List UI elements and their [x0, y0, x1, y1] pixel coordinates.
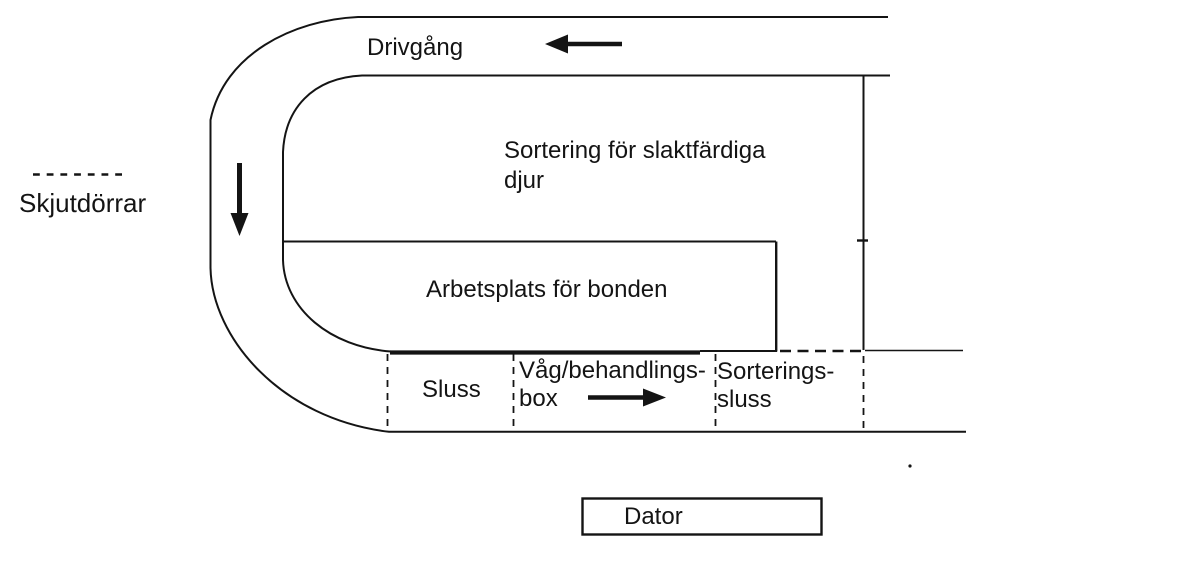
flow-arrow-left-icon: [545, 34, 622, 54]
inner-boundary-line: [282, 74, 890, 353]
flow-arrow-down-icon: [230, 163, 249, 236]
weigh-box-label-line1: Våg/behandlings-: [519, 357, 706, 384]
sluss-label: Sluss: [422, 376, 481, 403]
outer-boundary-line: [209, 16, 966, 433]
flow-arrow-right-icon: [588, 388, 666, 407]
sorting-area-label: Sortering för slaktfärdiga djur: [504, 136, 765, 196]
computer-label: Dator: [624, 503, 683, 530]
legend-label: Skjutdörrar: [19, 188, 147, 218]
weigh-box-label-line2: box: [519, 385, 558, 412]
sorting-area-label-line1: Sortering för slaktfärdiga: [504, 137, 766, 164]
workplace-label: Arbetsplats för bonden: [426, 276, 668, 303]
sorting-sluss-label-line2: sluss: [717, 386, 772, 413]
corridor-label: Drivgång: [367, 34, 464, 61]
sorting-area-label-line2: djur: [504, 167, 545, 194]
weigh-box-label: Våg/behandlings- box: [519, 357, 706, 413]
stray-dot: [908, 464, 912, 468]
sorting-sluss-label-line1: Sorterings-: [717, 358, 835, 385]
sorting-sluss-label: Sorterings- sluss: [717, 358, 834, 414]
computer-box: [581, 497, 823, 536]
